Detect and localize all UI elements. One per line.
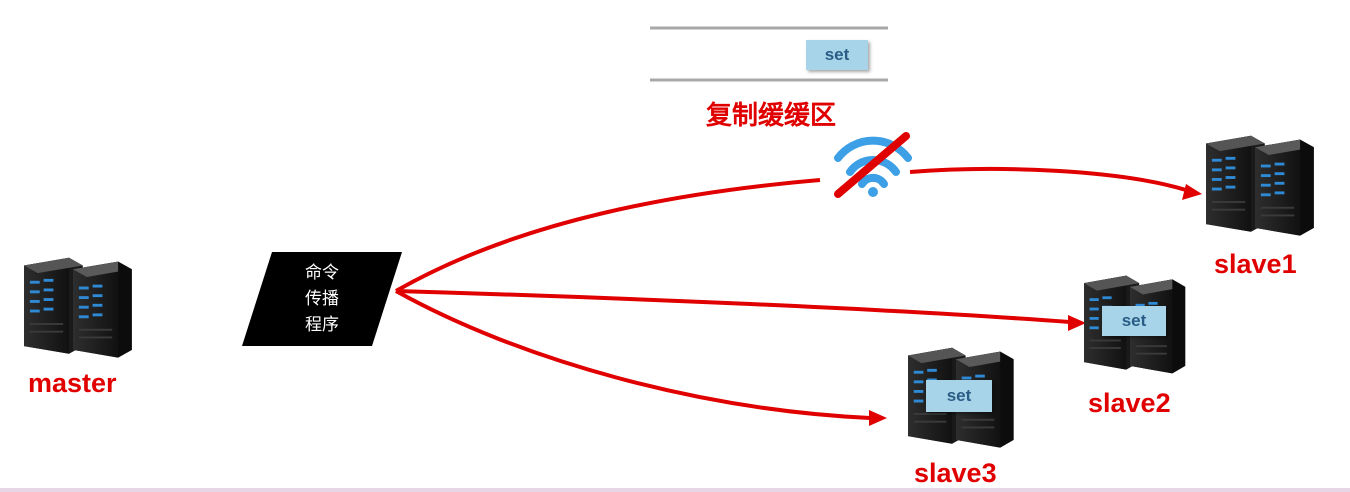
program-line: 命令 [305,263,339,283]
buffer-label: 复制缓缓区 [706,101,837,131]
program-label: 命令 传播 程序 [290,260,354,338]
bottom-border [0,488,1350,492]
arrow-to-slave1-part1 [395,178,821,293]
buffer-set-entry: set [806,40,868,70]
program-line: 传播 [305,289,339,309]
program-line: 程序 [305,315,339,335]
slave1-server-icon [1206,135,1314,236]
wifi-disconnected-icon [834,132,912,198]
arrowhead-slave2 [1068,315,1086,331]
arrowhead-slave3 [869,410,887,426]
slave2-set-entry: set [1102,306,1166,336]
master-server-icon [24,257,132,358]
slave2-label: slave2 [1088,388,1171,418]
slave3-label: slave3 [914,458,997,488]
master-label: master [28,368,117,398]
arrowhead-slave1 [1182,184,1202,200]
slave1-label: slave1 [1214,249,1297,279]
arrow-to-slave2 [395,289,1071,324]
disconnect-slash [834,132,910,198]
slave3-set-entry: set [926,380,992,412]
arrow-to-slave1-part2 [909,167,1187,192]
arrow-to-slave3 [395,289,871,420]
command-propagation-program [242,252,402,346]
